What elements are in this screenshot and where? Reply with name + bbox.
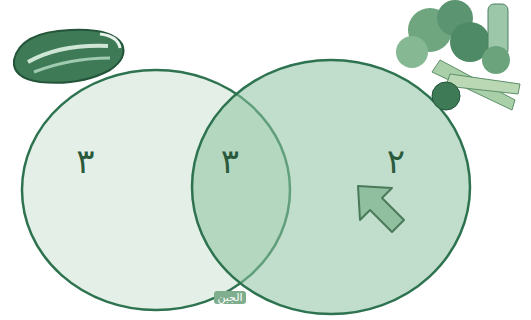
pointer-arrow — [358, 186, 404, 232]
region-count: ٣ — [76, 144, 94, 178]
venn-circle: ٢ — [190, 58, 472, 316]
region-count: ٢ — [387, 144, 405, 178]
vegetables-picture — [396, 0, 520, 110]
overlap-caption: الجبن — [214, 291, 245, 304]
meat-picture — [14, 30, 124, 83]
circle-outline — [190, 58, 472, 316]
overlap-count: ٣ — [221, 144, 239, 178]
